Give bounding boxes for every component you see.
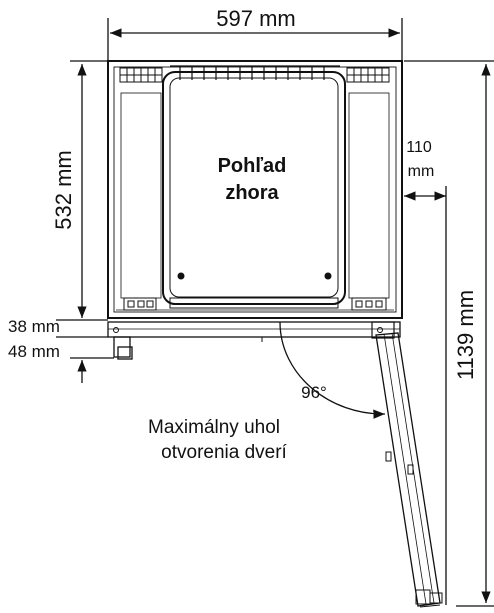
door-closed-strip <box>107 321 401 360</box>
view-title-line2: zhora <box>225 182 279 204</box>
door-open <box>371 321 443 608</box>
caption-line1: Maximálny uhol <box>148 417 280 438</box>
view-title-line1: Pohľad <box>218 155 287 177</box>
depth-label: 532 mm <box>51 150 76 229</box>
side-gap-dimension <box>404 186 447 605</box>
clearance-48-label: 48 mm <box>8 342 60 361</box>
total-depth-dimension <box>404 60 494 607</box>
door-angle-arc <box>279 321 386 419</box>
angle-label: 96° <box>301 383 327 402</box>
bottom-connectors <box>123 297 387 311</box>
appliance-body <box>107 60 403 319</box>
depth-dimension <box>56 60 114 383</box>
vent-grille-left <box>119 67 163 83</box>
caption-line2: otvorenia dverí <box>161 442 287 463</box>
vent-grille-right <box>346 67 390 83</box>
clearance-38-label: 38 mm <box>8 317 60 336</box>
side-gap-unit: mm <box>408 163 435 180</box>
width-label: 597 mm <box>216 6 295 31</box>
total-depth-label: 1139 mm <box>453 290 478 380</box>
side-gap-value: 110 <box>406 139 432 156</box>
top-comb <box>170 65 340 80</box>
width-dimension <box>107 18 403 62</box>
